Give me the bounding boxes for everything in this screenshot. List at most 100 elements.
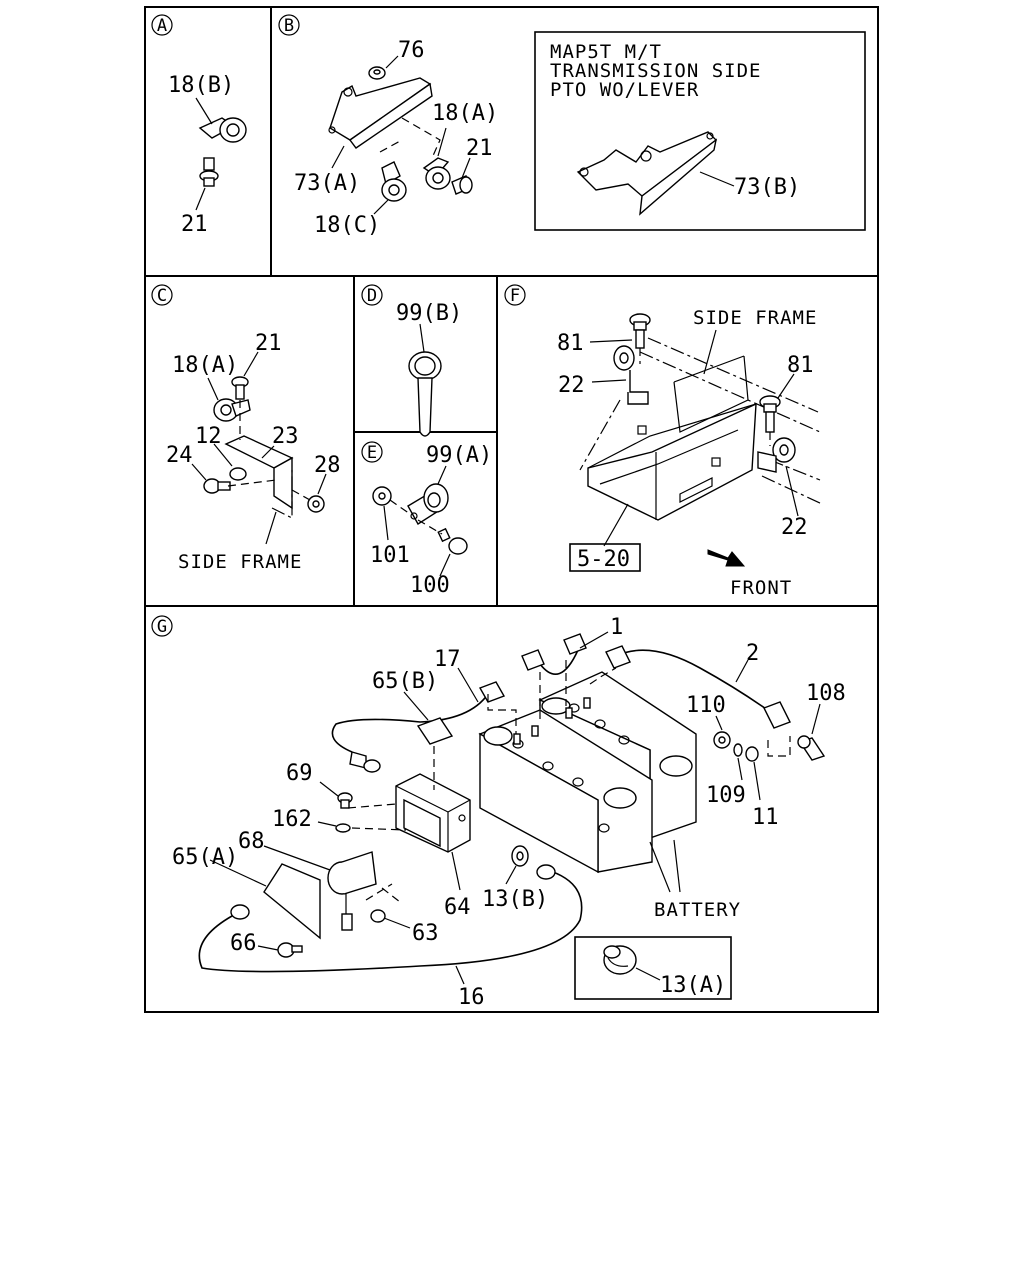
- washer-109: [733, 743, 743, 757]
- nut-101: [372, 486, 392, 506]
- nut-28: [307, 495, 325, 513]
- label-c-24: 24: [166, 443, 193, 468]
- section-a: A 18(B) 21: [151, 14, 247, 237]
- label-b-18c: 18(C): [314, 213, 380, 238]
- section-marker-f: F: [510, 286, 520, 306]
- washer-162: [335, 823, 351, 833]
- bracket-73b: [576, 131, 718, 216]
- bolt-81-right: [759, 395, 781, 433]
- label-g-64: 64: [444, 895, 471, 920]
- washer-12: [229, 467, 247, 481]
- bolt-100: [437, 527, 468, 555]
- label-g-13a: 13(A): [660, 973, 726, 998]
- label-g-65a: 65(A): [172, 845, 238, 870]
- label-b-73a: 73(A): [294, 171, 360, 196]
- cable-1: [521, 633, 587, 675]
- cover-65a: [263, 863, 321, 940]
- label-g-battery: BATTERY: [654, 899, 741, 921]
- label-g-69: 69: [286, 761, 313, 786]
- label-a-21: 21: [181, 212, 208, 237]
- label-f-22-right: 22: [781, 515, 808, 540]
- label-e-100: 100: [410, 573, 450, 598]
- section-e: E 99(A) 101 100: [361, 441, 492, 598]
- band-99b: [408, 351, 442, 437]
- label-c-28: 28: [314, 453, 341, 478]
- label-c-21: 21: [255, 331, 282, 356]
- variant-note-box: MAP5T M/T TRANSMISSION SIDE PTO WO/LEVER…: [534, 31, 866, 231]
- label-f-side-frame: SIDE FRAME: [693, 307, 817, 329]
- cable-16: [198, 864, 583, 973]
- bolt-21-b: [451, 175, 473, 195]
- bolt-21-c: [231, 376, 249, 400]
- bolt-24: [203, 478, 231, 494]
- bracket-23: [224, 435, 294, 510]
- section-g: G: [151, 615, 846, 1010]
- grommet-13b: [511, 845, 529, 867]
- clip-18c: [381, 161, 407, 202]
- inset-13a: 13(A): [574, 936, 732, 1000]
- label-f-81-left: 81: [557, 331, 584, 356]
- section-f: F: [504, 284, 823, 599]
- label-g-2: 2: [746, 641, 759, 666]
- label-f-ref-box: 5-20: [577, 547, 630, 572]
- battery-front: [478, 709, 653, 874]
- bracket-22-right: [757, 437, 796, 473]
- label-c-23: 23: [272, 424, 299, 449]
- label-g-63: 63: [412, 921, 439, 946]
- bracket-22-left: [613, 345, 649, 405]
- label-e-101: 101: [370, 543, 410, 568]
- section-marker-d: D: [367, 286, 377, 306]
- relay-box-64: [395, 773, 471, 853]
- label-g-66: 66: [230, 931, 257, 956]
- bolt-69: [337, 792, 353, 809]
- washer-11: [745, 746, 759, 762]
- label-g-110: 110: [686, 693, 726, 718]
- label-d-99b: 99(B): [396, 301, 462, 326]
- clip-18a-c: [213, 398, 251, 422]
- label-f-22-left: 22: [558, 373, 585, 398]
- section-marker-e: E: [367, 443, 377, 463]
- section-marker-b: B: [284, 16, 294, 36]
- bolt-81-left: [629, 313, 651, 349]
- label-g-68: 68: [238, 829, 265, 854]
- section-marker-a: A: [157, 16, 167, 36]
- clip-18a: [422, 157, 451, 190]
- relay-68: [327, 851, 377, 931]
- label-g-16: 16: [458, 985, 485, 1010]
- clip-18b: [198, 117, 247, 143]
- front-arrow-icon: [707, 549, 746, 567]
- note-line-1: MAP5T M/T: [550, 41, 662, 63]
- label-g-13b: 13(B): [482, 887, 548, 912]
- section-marker-g: G: [157, 617, 167, 637]
- battery-tray: [587, 355, 757, 521]
- label-b-18a: 18(A): [432, 101, 498, 126]
- label-a-18b: 18(B): [168, 73, 234, 98]
- label-g-1: 1: [610, 615, 623, 640]
- label-g-65b: 65(B): [372, 669, 438, 694]
- clip-99a: [407, 483, 449, 525]
- cable-17: [331, 681, 506, 773]
- bracket-73a: [328, 77, 433, 149]
- label-f-81-right: 81: [787, 353, 814, 378]
- diagram-frame: [144, 6, 879, 1013]
- bolt-63: [370, 909, 386, 923]
- label-g-17: 17: [434, 647, 461, 672]
- section-c: C: [151, 284, 341, 573]
- caption-c-side-frame: SIDE FRAME: [178, 551, 302, 573]
- screw-66: [277, 942, 303, 958]
- label-b-21: 21: [466, 136, 493, 161]
- label-e-99a: 99(A): [426, 443, 492, 468]
- note-line-3: PTO WO/LEVER: [550, 79, 699, 101]
- cover-65b: [416, 717, 454, 745]
- section-b: B 76: [278, 14, 866, 238]
- section-marker-c: C: [157, 286, 167, 306]
- section-d: D 99(B): [361, 284, 462, 437]
- nut-76: [368, 66, 386, 80]
- label-c-18a: 18(A): [172, 353, 238, 378]
- label-g-11: 11: [752, 805, 779, 830]
- bolt-108: [797, 735, 826, 761]
- bolt-21: [199, 157, 219, 187]
- label-b-73b: 73(B): [734, 175, 800, 200]
- label-b-76: 76: [398, 38, 425, 63]
- nut-110: [713, 731, 731, 749]
